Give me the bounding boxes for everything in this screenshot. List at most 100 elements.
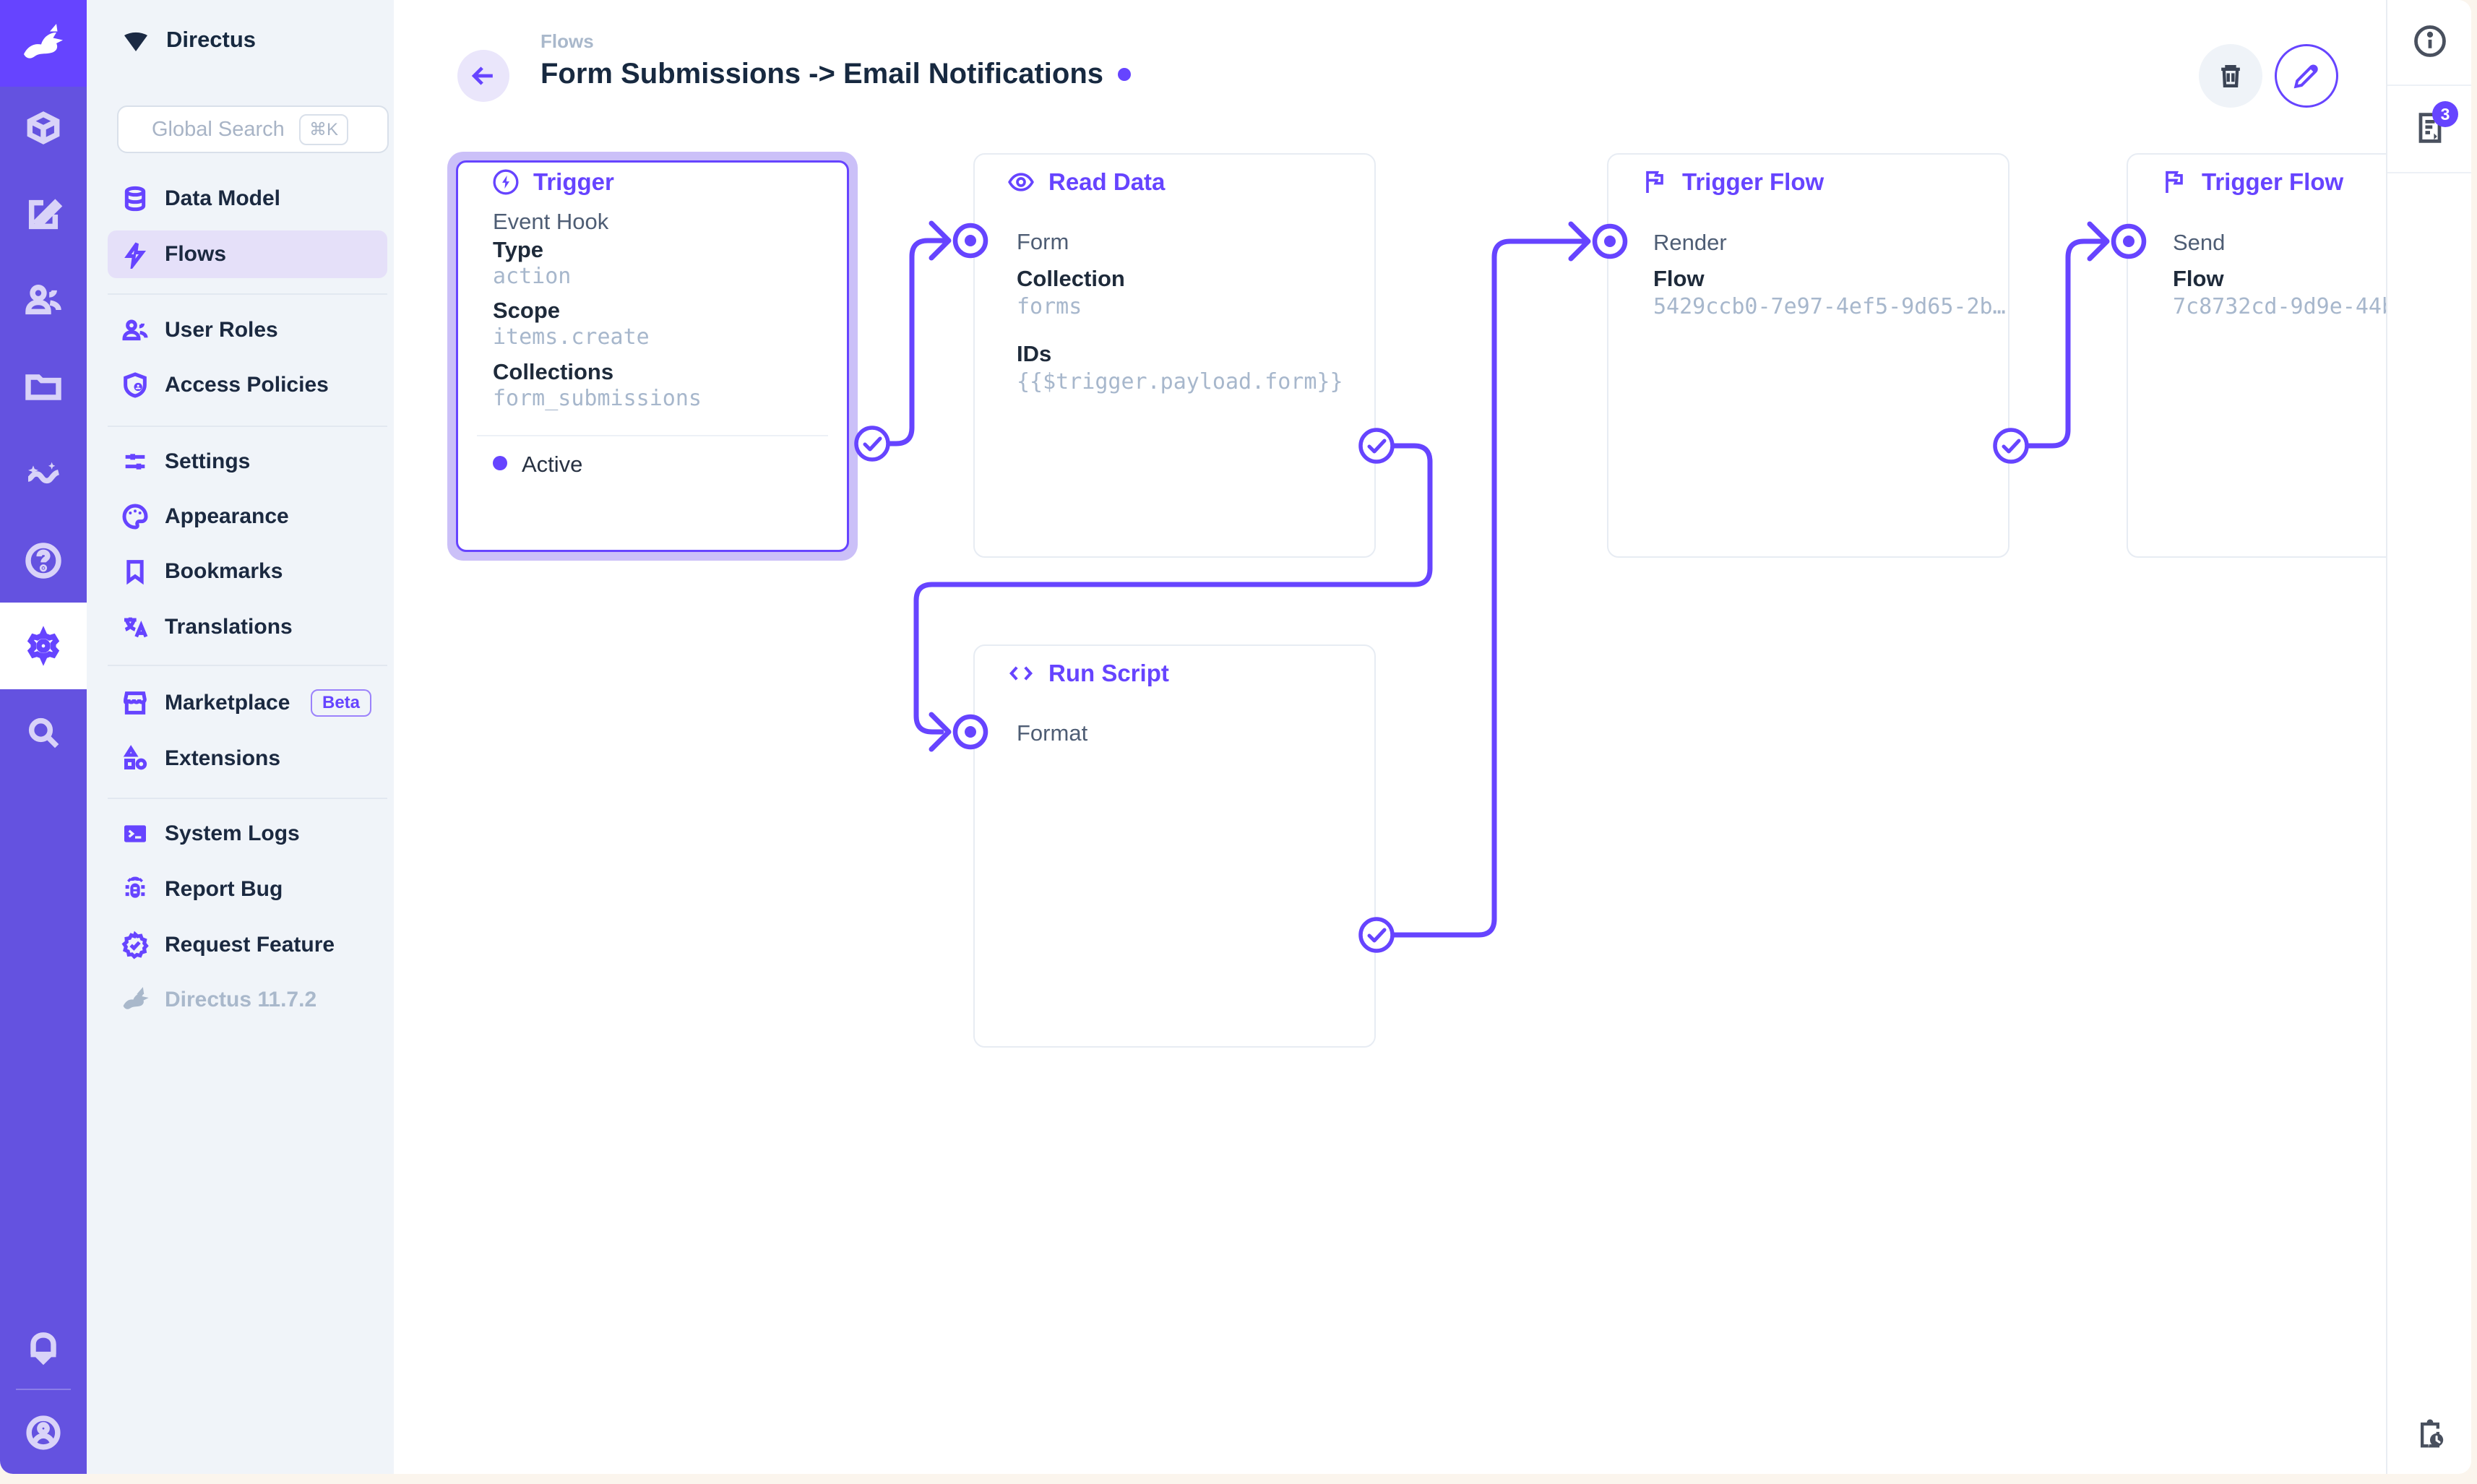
- eye-icon: [1008, 173, 1034, 191]
- translate-icon: [121, 613, 150, 642]
- revisions-pending-button[interactable]: [2387, 1394, 2471, 1473]
- nav-sidebar: Directus Global Search ⌘K Data Model Flo…: [87, 0, 394, 1474]
- active-status-dot: [493, 456, 507, 470]
- trigger-status: Active: [522, 452, 583, 477]
- sidebar-item-report-bug[interactable]: Report Bug: [87, 866, 394, 913]
- nav-divider: [108, 426, 387, 427]
- bug-icon: [121, 875, 150, 904]
- panel-trigger-flow-render-header: Trigger Flow: [1640, 168, 1824, 197]
- pencil-icon: [2293, 64, 2318, 89]
- run-script-input-label: Format: [1017, 720, 1088, 746]
- edit-square-icon: [28, 199, 63, 230]
- panel-trigger-flow-send-header: Trigger Flow: [2160, 168, 2343, 197]
- people-icon: [121, 316, 150, 345]
- project-header[interactable]: Directus: [87, 16, 394, 64]
- arrow-left-icon: [471, 66, 493, 85]
- module-files[interactable]: [0, 344, 87, 431]
- shield-user-icon: [121, 371, 150, 400]
- flag-icon: [2166, 171, 2183, 193]
- trash-icon: [2221, 64, 2240, 87]
- module-help[interactable]: [0, 517, 87, 604]
- user-menu-button[interactable]: [0, 1389, 87, 1474]
- panel-trigger-flow-render[interactable]: [1607, 153, 2009, 558]
- module-editor[interactable]: [0, 171, 87, 258]
- active-nav-highlight: [108, 230, 387, 278]
- logs-button[interactable]: [2387, 88, 2471, 168]
- bolt-circle-icon: [493, 169, 519, 195]
- module-divider: [16, 1389, 71, 1390]
- sidebar-item-data-model[interactable]: Data Model: [87, 175, 394, 223]
- sliders-icon: [121, 447, 150, 476]
- sidebar-item-marketplace[interactable]: Marketplace Beta: [87, 679, 394, 727]
- extension-icon: [121, 744, 150, 773]
- right-sidebar: 3: [2386, 0, 2471, 1474]
- flag-icon: [1646, 171, 1663, 193]
- module-bar: [0, 0, 87, 1474]
- panel-trigger[interactable]: [447, 152, 858, 561]
- sidebar-item-user-roles[interactable]: User Roles: [87, 306, 394, 354]
- search-icon: [28, 717, 59, 749]
- panel-trigger-flow-send[interactable]: [2127, 153, 2386, 558]
- gear-icon: [27, 626, 60, 666]
- sidebar-item-request-feature[interactable]: Request Feature: [87, 921, 394, 969]
- sidebar-item-settings[interactable]: Settings: [87, 438, 394, 486]
- info-button[interactable]: [2387, 1, 2471, 81]
- panel-read-data-header: Read Data: [1007, 168, 1165, 197]
- module-users[interactable]: [0, 256, 87, 343]
- flow-canvas[interactable]: Flows Form Submissions -> Email Notifica…: [394, 0, 2386, 1474]
- trigger-footer-divider: [477, 435, 828, 436]
- people-icon: [25, 284, 61, 315]
- module-insights[interactable]: [0, 431, 87, 517]
- seal-check-icon: [121, 931, 150, 959]
- trigger-subtitle: Event Hook: [493, 209, 609, 234]
- panel-run-script-header: Run Script: [1007, 659, 1169, 688]
- bolt-icon: [121, 240, 150, 269]
- sidebar-item-access-policies[interactable]: Access Policies: [87, 361, 394, 409]
- trigger-resolve-connector: [854, 426, 890, 462]
- project-logo-icon: [124, 32, 147, 51]
- insights-icon: [27, 462, 60, 484]
- module-search[interactable]: [0, 689, 87, 776]
- right-sidebar-divider: [2387, 85, 2471, 86]
- project-name: Directus: [166, 27, 257, 52]
- sidebar-item-bookmarks[interactable]: Bookmarks: [87, 548, 394, 595]
- sidebar-item-appearance[interactable]: Appearance: [87, 493, 394, 540]
- nav-divider: [108, 665, 387, 666]
- bell-icon: [30, 1332, 56, 1366]
- beta-badge: Beta: [311, 689, 372, 717]
- module-settings[interactable]: [0, 603, 87, 689]
- nav-divider: [108, 798, 387, 799]
- global-search-input[interactable]: Global Search ⌘K: [117, 105, 389, 153]
- palette-icon: [121, 502, 150, 531]
- terminal-icon: [121, 819, 150, 848]
- panel-trigger-header: Trigger: [491, 168, 614, 197]
- sidebar-item-flows[interactable]: Flows: [87, 230, 394, 278]
- panel-run-script[interactable]: [973, 644, 1376, 1048]
- rabbit-logo-icon: [24, 24, 63, 59]
- edit-flow-button[interactable]: [2275, 44, 2338, 108]
- search-shortcut-chip: ⌘K: [298, 113, 348, 145]
- panel-trigger-body: [456, 160, 849, 552]
- directus-logo[interactable]: [0, 0, 87, 87]
- sidebar-item-extensions[interactable]: Extensions: [87, 735, 394, 782]
- storefront-icon: [121, 689, 150, 717]
- sidebar-item-translations[interactable]: Translations: [87, 603, 394, 651]
- code-icon: [1009, 666, 1033, 681]
- user-avatar-icon: [26, 1415, 61, 1450]
- page-title: Form Submissions -> Email Notifications: [540, 58, 1132, 90]
- search-placeholder: Global Search: [152, 117, 285, 141]
- delete-flow-button[interactable]: [2199, 44, 2262, 108]
- back-button[interactable]: [457, 50, 509, 102]
- database-icon: [121, 184, 150, 213]
- module-content[interactable]: [0, 85, 87, 171]
- read-data-input-label: Form: [1017, 229, 1069, 254]
- breadcrumb[interactable]: Flows: [540, 30, 594, 52]
- logs-badge: 3: [2432, 101, 2458, 127]
- bookmark-icon: [121, 557, 150, 586]
- content-box-icon: [27, 111, 60, 144]
- tf-send-input-label: Send: [2173, 230, 2226, 255]
- notifications-button[interactable]: [0, 1303, 87, 1389]
- sidebar-item-system-logs[interactable]: System Logs: [87, 810, 394, 858]
- help-icon: [25, 543, 61, 579]
